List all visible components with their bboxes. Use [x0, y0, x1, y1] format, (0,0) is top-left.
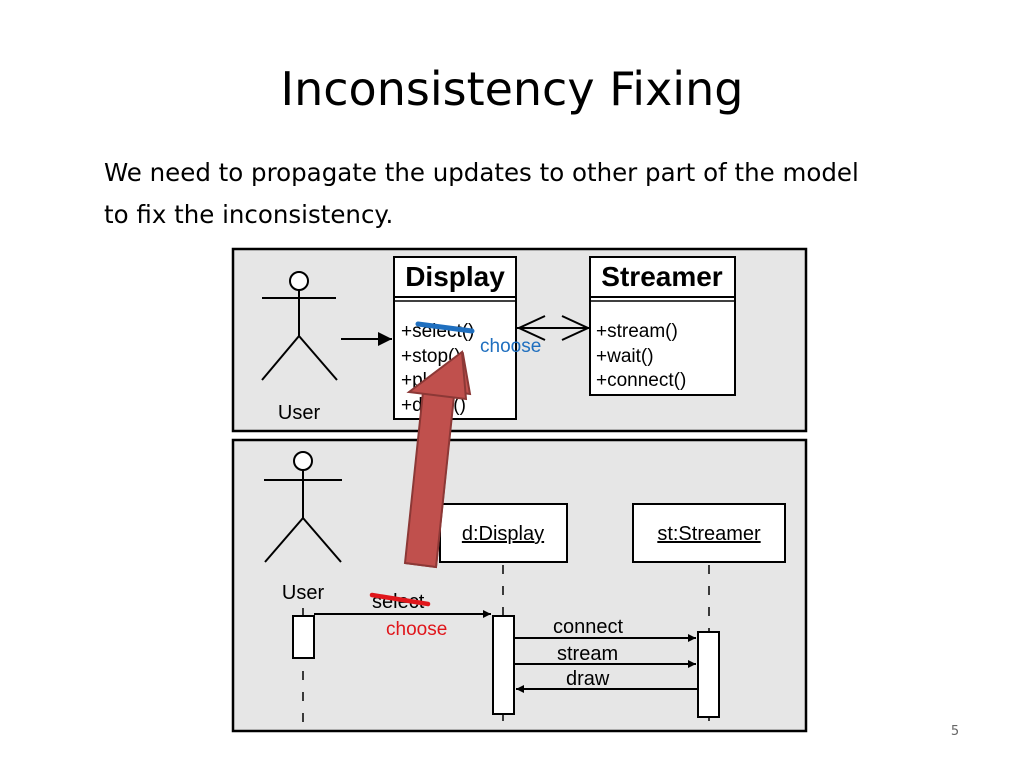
draw-message-label: draw — [566, 668, 610, 690]
class-correction-label: choose — [480, 336, 541, 357]
sequence-diagram-panel: User d:Display st:Streamer select choose… — [231, 438, 808, 733]
sequence-user-actor-icon — [264, 451, 342, 563]
connect-message-label: connect — [553, 616, 623, 638]
select-strikethrough-mark — [369, 592, 431, 607]
body-line-1: We need to propagate the updates to othe… — [104, 158, 859, 187]
display-streamer-association — [516, 315, 591, 341]
slide-title: Inconsistency Fixing — [280, 62, 744, 116]
class-diagram-panel: User Display +select() +stop() +play() +… — [231, 247, 808, 433]
display-method-stop: +stop() — [401, 346, 461, 367]
sequence-actor-label: User — [282, 582, 325, 604]
stream-message-label: stream — [557, 643, 618, 665]
body-line-2: to fix the inconsistency. — [104, 200, 394, 229]
user-activation-bar — [292, 615, 315, 659]
streamer-class-box: Streamer +stream() +wait() +connect() — [589, 256, 736, 396]
streamer-lifeline-label: st:Streamer — [657, 523, 761, 545]
page-number: 5 — [950, 724, 960, 739]
display-lifeline-label: d:Display — [462, 523, 544, 545]
streamer-activation-bar — [697, 631, 720, 718]
display-class-name: Display — [405, 261, 505, 292]
user-actor-icon — [261, 271, 338, 381]
slide-body: We need to propagate the updates to othe… — [104, 152, 984, 236]
streamer-class-name: Streamer — [601, 261, 723, 292]
display-activation-bar — [492, 615, 515, 715]
display-lifeline-head: d:Display — [439, 503, 568, 563]
sequence-correction-label: choose — [386, 619, 447, 640]
streamer-lifeline-head: st:Streamer — [632, 503, 786, 563]
propagation-arrow-head — [406, 350, 468, 401]
streamer-method-connect: +connect() — [596, 370, 686, 391]
streamer-method-stream: +stream() — [596, 321, 678, 342]
class-actor-label: User — [278, 402, 321, 424]
streamer-method-wait: +wait() — [596, 346, 654, 367]
class-strikethrough-mark — [415, 321, 475, 334]
